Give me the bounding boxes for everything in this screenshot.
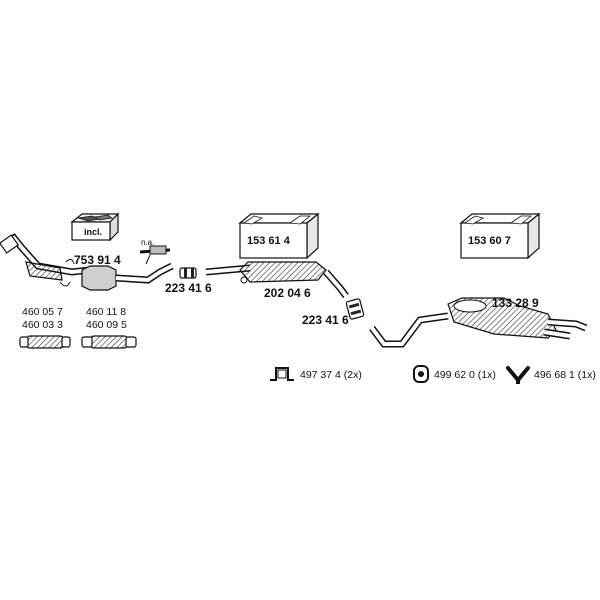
rear-silencer-part-number: 133 28 9 [492, 296, 539, 310]
manifold-kit-box [70, 212, 120, 242]
catalyst-part-number: 753 91 4 [74, 253, 121, 267]
manifold-kit-label: incl. [84, 227, 103, 237]
flex-pipe-right-part-2: 460 09 5 [86, 319, 127, 331]
middle-box-part-number: 153 61 4 [247, 235, 290, 247]
rubber-ring-icon [413, 365, 429, 383]
front-pipe-part-number: 202 04 6 [264, 286, 311, 300]
catalyst-assembly [0, 233, 174, 291]
y-hanger-part-number: 496 68 1 (1x) [534, 369, 596, 381]
clamp-1 [179, 267, 197, 279]
rubber-ring-part-number: 499 62 0 (1x) [434, 369, 496, 381]
middle-silencer-assembly [205, 261, 349, 299]
y-hanger-icon [506, 366, 530, 384]
flex-pipe-left-part-2: 460 03 3 [22, 319, 63, 331]
rear-box-part-number: 153 60 7 [468, 235, 511, 247]
sensor-note: n.a. [141, 238, 155, 247]
rear-box-package [459, 212, 541, 260]
hanger-bracket-icon [270, 367, 294, 381]
flex-pipe-left-part-1: 460 05 7 [22, 306, 63, 318]
clamp-2-part-number: 223 41 6 [302, 313, 349, 327]
clamp-2 [345, 298, 365, 320]
flex-pipe-right-part-1: 460 11 8 [86, 306, 127, 318]
flex-pipe-left [19, 335, 71, 349]
middle-box-package [238, 212, 320, 260]
rear-silencer-assembly [369, 297, 588, 348]
oxygen-sensor [139, 245, 171, 265]
flex-pipe-right [81, 335, 137, 349]
clamp-1-part-number: 223 41 6 [165, 281, 212, 295]
hanger-bracket-part-number: 497 37 4 (2x) [300, 369, 362, 381]
